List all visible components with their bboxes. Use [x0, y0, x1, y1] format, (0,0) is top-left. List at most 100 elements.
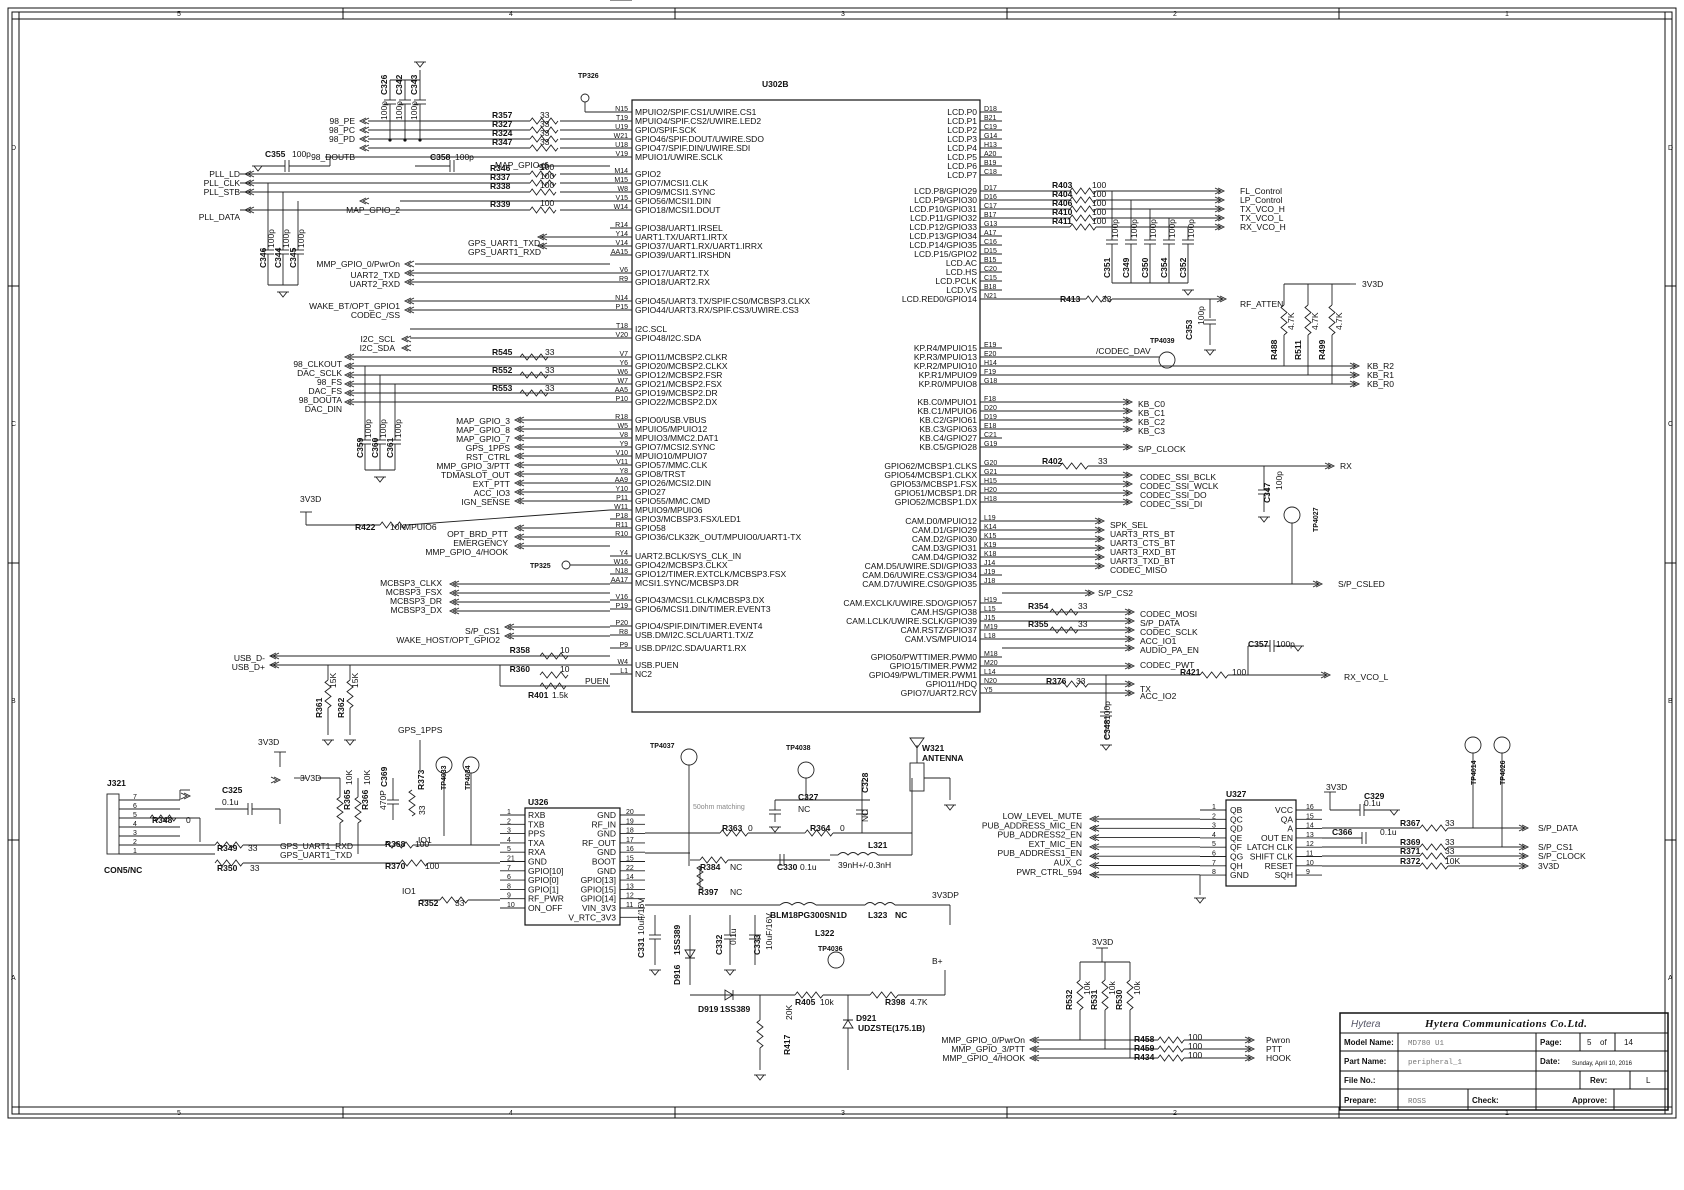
u326-pin-num: 8	[507, 883, 511, 890]
cap-ref: C346	[258, 247, 268, 268]
port-right-icon	[1518, 852, 1530, 860]
net-label: S/P_CLOCK	[1138, 444, 1186, 454]
resistor	[1157, 1036, 1185, 1044]
port-right-icon	[1094, 553, 1106, 561]
cap-ref: C361	[385, 437, 395, 458]
resistor-ref: R327	[492, 119, 513, 129]
u327-pin-num: 3	[1212, 823, 1216, 830]
l323-ref: L323	[868, 910, 888, 920]
net-label: 98_CLKOUT	[293, 359, 342, 369]
u302b-pin-number: G13	[984, 221, 997, 228]
net-label: PLL_DATA	[199, 212, 241, 222]
u302b-pin-name: MPUIO9/MPUIO6	[635, 505, 703, 515]
port-right-icon	[1244, 1054, 1256, 1062]
u302b-pin-name: CAM.HS/GPIO38	[911, 607, 977, 617]
resistor-ref: R405	[795, 997, 816, 1007]
u302b-pin-number: D16	[984, 194, 997, 201]
u326-pin-name: GPIO[13]	[581, 875, 616, 885]
tp4014-label: TP4014	[1471, 760, 1478, 785]
net-label: 3V3D	[1362, 279, 1383, 289]
u302b-pin-number: C19	[984, 124, 997, 131]
wire-layer	[119, 70, 1524, 1070]
port-left-icon	[403, 306, 415, 314]
u326-pin-num: 3	[507, 828, 511, 835]
u326-pin-name: GPIO[10]	[528, 866, 563, 876]
resistor-ref: R402	[1042, 456, 1063, 466]
port-right-icon	[1124, 689, 1136, 697]
u326-pin-name: GND	[528, 857, 547, 867]
port-right-icon	[1124, 680, 1136, 688]
port-right-icon	[1518, 824, 1530, 832]
u302b-pin-name: GPIO50/PWTTIMER.PWM0	[871, 652, 978, 662]
port-left-icon	[513, 452, 525, 460]
resistor	[1059, 462, 1089, 470]
net-label: CODEC_SCLK	[1140, 627, 1198, 637]
resistor-ref: R410	[1052, 207, 1073, 217]
resistor-value: 10	[560, 664, 570, 674]
resistor-ref: R411	[1052, 216, 1072, 226]
u327-pin-name: GND	[1230, 870, 1249, 880]
port-right-icon	[1094, 517, 1106, 525]
u302b-pin-number: M15	[614, 177, 628, 184]
port-right-icon	[1312, 580, 1324, 588]
port-left-icon	[1088, 862, 1100, 869]
net-label: PUB_ADDRESS_MIC_EN	[982, 820, 1082, 830]
tp4034-label: TP4034	[465, 765, 472, 790]
ground-icon-arrow	[1195, 897, 1205, 904]
u302b-pin-number: D18	[984, 106, 997, 113]
u326-pin-num: 7	[507, 865, 511, 872]
u302b-pin-number: V15	[616, 195, 629, 202]
net-label: /CODEC_DAV	[1096, 346, 1151, 356]
j321-pin: 6	[133, 803, 137, 810]
test-point-icon	[561, 560, 571, 570]
u327-pin-num: 8	[1212, 869, 1216, 876]
resistor-ref: R532	[1064, 989, 1074, 1010]
net-label: LOW_LEVEL_MUTE	[1003, 811, 1083, 821]
net-label: I2C_SDA	[360, 343, 396, 353]
u302b-pin-name: MPUIO5/MPUIO12	[635, 424, 708, 434]
u302b-pin-number: C18	[984, 169, 997, 176]
resistor-ref: R337	[490, 172, 511, 182]
resistor-ref: R530	[1114, 989, 1124, 1010]
u302b-pin-name: GPIO4/SPIF.DIN/TIMER.EVENT4	[635, 621, 763, 631]
u326-pin-name: GND	[597, 810, 616, 820]
wire	[405, 509, 611, 526]
cap-ref: C352	[1178, 257, 1188, 278]
j321-pin: 3	[133, 830, 137, 837]
u302b-pin-name: KP.R3/MPUIO13	[914, 352, 977, 362]
port-left-icon	[343, 389, 355, 397]
u302b-pin-number: V7	[619, 351, 628, 358]
net-label: UART2_RXD	[350, 279, 400, 289]
u302b-pin-number: G18	[984, 378, 997, 385]
u302b-pin-number: R10	[615, 531, 628, 538]
sheet-frame: 5 4 3 2 1 5 4 3 2 1 D C B A D C B A	[7, 7, 1677, 1119]
resistor-ref: R422	[355, 522, 376, 532]
u326-pin-num: 2	[507, 818, 511, 825]
resistor	[539, 652, 569, 660]
u302b-pin-name: KB.C5/GPIO28	[919, 442, 977, 452]
net-label: CODEC_SSI_WCLK	[1140, 481, 1219, 491]
u302b-pin-number: B17	[984, 212, 997, 219]
port-right-icon	[1122, 480, 1134, 488]
net-label: GPS_1PPS	[466, 443, 511, 453]
u302b-pin-name: GPIO37/UART1.RX/UART1.IRRX	[635, 241, 763, 251]
port-left-icon	[343, 371, 355, 379]
port-left-icon	[513, 497, 525, 505]
resistor	[529, 144, 559, 152]
net-label: KB_R2	[1367, 361, 1394, 371]
row-label: D	[1668, 145, 1673, 152]
u326-pin-num: 21	[507, 856, 515, 863]
port-right-icon	[1094, 562, 1106, 570]
u326-pin-name: TXB	[528, 819, 545, 829]
resistor-ref: R348	[152, 815, 173, 825]
u302b-pin-name: KB.C3/GPIO63	[919, 424, 977, 434]
u327-pin-num: 12	[1306, 841, 1314, 848]
net-label: MCBSP3_FSX	[386, 587, 443, 597]
junction-dot	[388, 138, 392, 142]
u302b-pin-number: D17	[984, 185, 997, 192]
port-left-icon	[513, 533, 525, 541]
u302b-pin-name: GPIO8/TRST	[635, 469, 686, 479]
u327-pin-name: OUT EN	[1261, 833, 1293, 843]
